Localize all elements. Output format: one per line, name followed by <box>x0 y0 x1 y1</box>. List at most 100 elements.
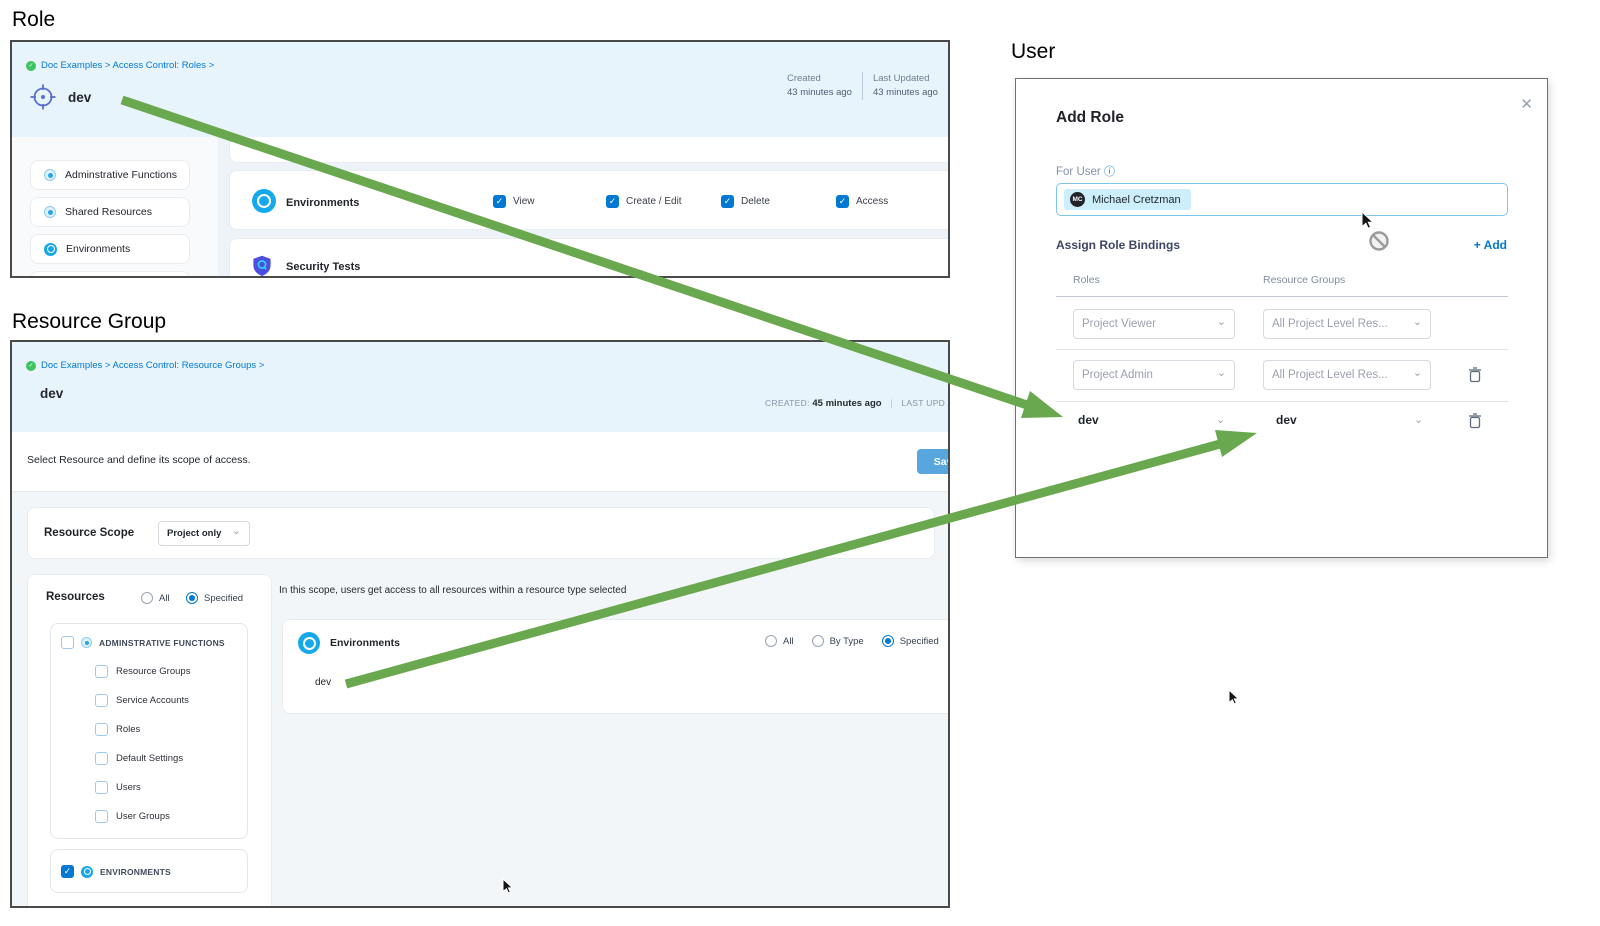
checkbox-unchecked-icon[interactable] <box>95 752 108 765</box>
tree-item-label: Resource Groups <box>116 666 191 677</box>
tree-item-service-accounts[interactable]: Service Accounts <box>95 694 189 707</box>
detail-radio-all[interactable]: All <box>765 635 794 647</box>
chevron-down-icon: ⌄ <box>1216 315 1226 328</box>
tree-item-label: Service Accounts <box>116 695 189 706</box>
shared-resources-icon <box>44 206 56 218</box>
breadcrumb[interactable]: ✓ Doc Examples > Access Control: Resourc… <box>26 360 264 371</box>
user-input[interactable]: MC Michael Cretzman <box>1056 183 1508 216</box>
tree-item-label: Roles <box>116 724 141 735</box>
checkbox-unchecked-icon[interactable] <box>61 636 74 649</box>
column-roles: Roles <box>1073 274 1100 286</box>
tree-parent-label: ADMINSTRATIVE FUNCTIONS <box>99 637 225 648</box>
detail-radio-specified[interactable]: Specified <box>881 635 939 647</box>
radio-icon[interactable] <box>141 592 153 604</box>
radio-icon[interactable] <box>765 635 777 647</box>
role-select-2[interactable]: Project Admin ⌄ <box>1073 360 1235 390</box>
checkbox-unchecked-icon[interactable] <box>95 723 108 736</box>
permission-access[interactable]: ✓ Access <box>836 195 888 208</box>
project-status-icon: ✓ <box>26 60 36 71</box>
role-meta: Created 43 minutes ago Last Updated 43 m… <box>787 72 938 100</box>
role-select-value: Project Admin <box>1082 369 1153 381</box>
tree-item-default-settings[interactable]: Default Settings <box>95 752 183 765</box>
chevron-down-icon[interactable]: ⌄ <box>1414 414 1424 426</box>
role-select-3[interactable]: dev <box>1078 413 1099 427</box>
tree-item-resource-groups[interactable]: Resource Groups <box>95 665 190 678</box>
checkbox-checked-icon[interactable]: ✓ <box>606 195 619 208</box>
meta-divider <box>861 72 863 100</box>
sidebar-item-label: Adminstrative Functions <box>65 169 178 181</box>
chevron-down-icon[interactable]: ⌄ <box>1216 414 1226 426</box>
permission-create-edit[interactable]: ✓ Create / Edit <box>606 195 682 208</box>
resource-group-select-2[interactable]: All Project Level Res... ⌄ <box>1263 360 1431 390</box>
radio-selected-icon[interactable] <box>186 592 198 604</box>
resource-group-heading: Resource Group <box>12 310 167 333</box>
environments-detail-card: Environments All By Type Specified dev <box>282 619 948 714</box>
checkbox-unchecked-icon[interactable] <box>95 810 108 823</box>
resource-group-select-value: All Project Level Res... <box>1272 369 1388 381</box>
resource-group-select-3[interactable]: dev <box>1276 413 1297 427</box>
save-button[interactable]: Save <box>917 449 948 474</box>
delete-binding-icon[interactable] <box>1468 413 1482 429</box>
resource-group-select-1[interactable]: All Project Level Res... ⌄ <box>1263 309 1431 339</box>
column-resource-groups: Resource Groups <box>1263 274 1346 286</box>
checkbox-checked-icon[interactable]: ✓ <box>61 865 74 878</box>
close-icon[interactable]: ✕ <box>1520 96 1533 113</box>
breadcrumb-text[interactable]: Doc Examples > Access Control: Roles > <box>41 60 215 71</box>
scope-note: In this scope, users get access to all r… <box>279 585 627 596</box>
sidebar-item-label: Environments <box>66 243 131 255</box>
checkbox-unchecked-icon[interactable] <box>95 781 108 794</box>
info-icon[interactable]: ⓘ <box>1103 166 1115 178</box>
user-chip[interactable]: MC Michael Cretzman <box>1064 189 1191 210</box>
checkbox-checked-icon[interactable]: ✓ <box>721 195 734 208</box>
environments-icon <box>252 189 276 213</box>
role-select-value: Project Viewer <box>1082 318 1156 330</box>
sidebar-item-shared-resources[interactable]: Shared Resources <box>30 197 190 227</box>
tree-environments-card[interactable]: ✓ ENVIRONMENTS <box>50 849 248 893</box>
radio-icon[interactable] <box>811 635 824 647</box>
admin-functions-icon <box>81 637 92 648</box>
chevron-down-icon: ⌄ <box>1216 366 1226 379</box>
sidebar-item-environments[interactable]: Environments <box>30 234 190 264</box>
radio-label: All <box>783 635 794 647</box>
permission-resource-label: Environments <box>286 197 360 209</box>
for-user-label: For User <box>1056 166 1101 178</box>
checkbox-unchecked-icon[interactable] <box>95 694 108 707</box>
resource-scope-dropdown[interactable]: Project only ⌄ <box>158 521 250 546</box>
created-block: Created 43 minutes ago <box>787 72 852 100</box>
add-binding-button[interactable]: + Add <box>1473 238 1507 252</box>
rg-meta: CREATED: 45 minutes ago | LAST UPD <box>765 398 945 409</box>
radio-selected-icon[interactable] <box>881 635 894 647</box>
radio-label: By Type <box>829 635 864 647</box>
tree-admin-functions[interactable]: ADMINSTRATIVE FUNCTIONS <box>61 636 225 649</box>
radio-label: All <box>159 592 170 604</box>
environments-icon <box>44 242 57 256</box>
security-tests-shield-icon <box>253 255 271 276</box>
delete-binding-icon[interactable] <box>1468 367 1482 383</box>
add-role-dialog: ✕ Add Role For User ⓘ MC Michael Cretzma… <box>1015 78 1548 558</box>
resource-group-panel: ✓ Doc Examples > Access Control: Resourc… <box>10 340 950 908</box>
permission-delete[interactable]: ✓ Delete <box>721 195 770 208</box>
detail-radio-by-type[interactable]: By Type <box>811 635 864 647</box>
rg-instruction: Select Resource and define its scope of … <box>27 454 251 466</box>
tree-item-users[interactable]: Users <box>95 781 141 794</box>
role-select-1[interactable]: Project Viewer ⌄ <box>1073 309 1235 339</box>
tree-item-user-groups[interactable]: User Groups <box>95 810 170 823</box>
resource-group-select-value: All Project Level Res... <box>1272 318 1388 330</box>
checkbox-checked-icon[interactable]: ✓ <box>493 195 506 208</box>
checkbox-unchecked-icon[interactable] <box>95 665 108 678</box>
permission-label: Access <box>856 196 889 207</box>
meta-divider: | <box>890 398 893 409</box>
resources-radio-specified[interactable]: Specified <box>186 592 243 604</box>
chevron-down-icon: ⌄ <box>1412 366 1422 379</box>
permission-view[interactable]: ✓ View <box>493 195 535 208</box>
breadcrumb[interactable]: ✓ Doc Examples > Access Control: Roles > <box>26 60 214 71</box>
user-name: Michael Cretzman <box>1092 193 1181 206</box>
permissions-row-security-tests: Security Tests <box>229 238 948 276</box>
sidebar-item-administrative-functions[interactable]: Adminstrative Functions <box>30 160 190 190</box>
breadcrumb-text[interactable]: Doc Examples > Access Control: Resource … <box>41 360 265 371</box>
last-updated-label: LAST UPD <box>901 398 946 408</box>
checkbox-checked-icon[interactable]: ✓ <box>836 195 849 208</box>
resources-radio-all[interactable]: All <box>141 592 170 604</box>
tree-item-roles[interactable]: Roles <box>95 723 140 736</box>
